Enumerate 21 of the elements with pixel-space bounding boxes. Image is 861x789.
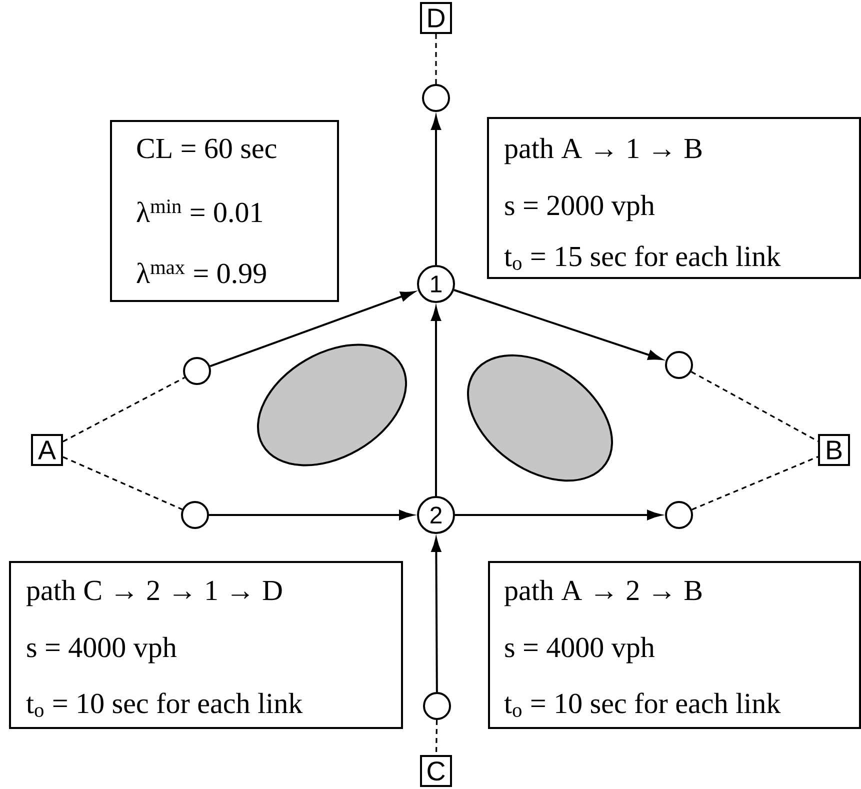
junction-circle xyxy=(665,501,693,529)
connector-line xyxy=(690,371,818,442)
shaded-region xyxy=(467,354,613,482)
terminal-box: D xyxy=(420,2,452,34)
terminal-box: A xyxy=(31,434,63,466)
shaded-region xyxy=(257,344,407,466)
terminal-box: C xyxy=(420,755,452,787)
info-box: path A → 2 → B s = 4000 vph t$_{o}$ = 10 sec for each link xyxy=(488,561,861,729)
junction-circle xyxy=(422,84,450,112)
info-box: path A → 1 → B s = 2000 vph t$_{o}$ = 15 sec for each link xyxy=(487,117,861,279)
connector-line xyxy=(692,456,818,510)
junction-circle xyxy=(181,501,209,529)
junction-circle xyxy=(183,357,211,385)
connector-line xyxy=(62,376,185,442)
junction-circle xyxy=(423,692,451,720)
junction-circle xyxy=(665,351,693,379)
info-box: CL = 60 sec λ$^{min}$ = 0.01 λ$^{max}$ = 0.99 xyxy=(110,120,339,302)
connector-line xyxy=(62,456,182,510)
connector-line xyxy=(435,34,437,84)
terminal-box: B xyxy=(818,434,850,466)
info-box: path C → 2 → 1 → D s = 4000 vph t$_{o}$ = 10 sec for each link xyxy=(9,561,403,729)
